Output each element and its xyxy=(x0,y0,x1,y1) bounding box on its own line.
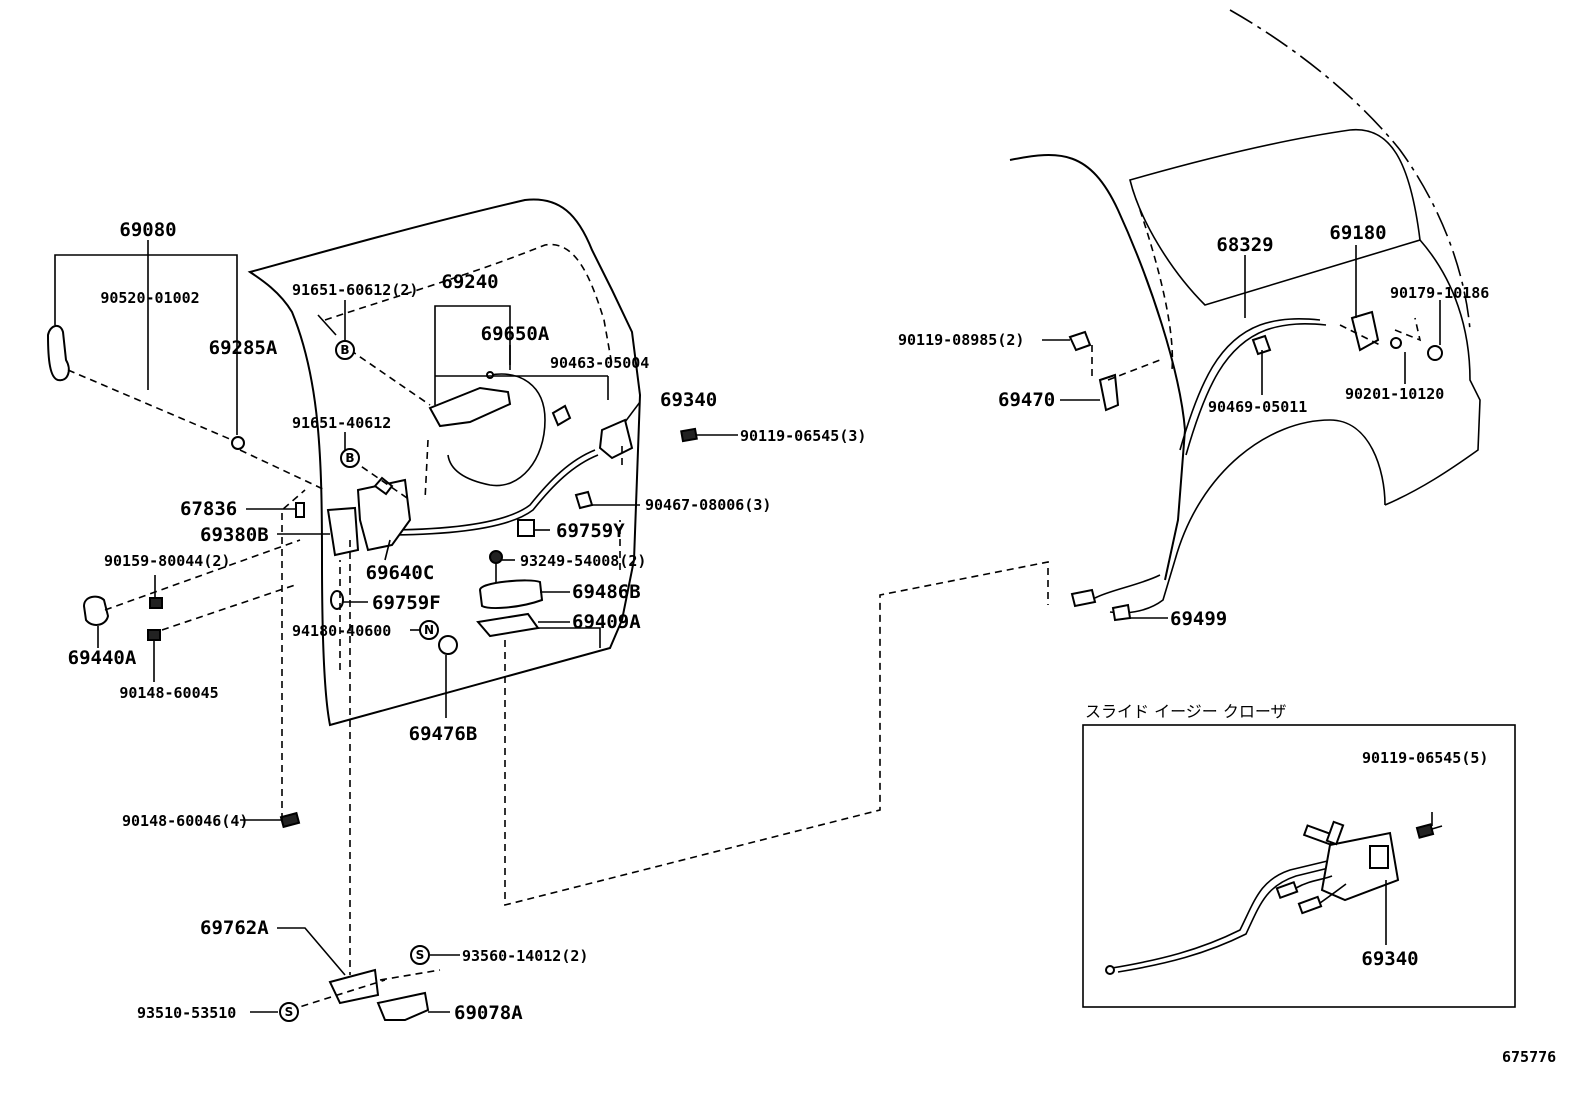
badge-s-upper: S xyxy=(410,945,430,965)
label-90463-05004: 90463-05004 xyxy=(550,354,649,372)
label-93560-14012: 93560-14012(2) xyxy=(462,947,588,965)
label-69409a: 69409A xyxy=(572,611,641,633)
label-69078a: 69078A xyxy=(454,1002,523,1024)
svg-text:B: B xyxy=(345,451,354,465)
label-69240: 69240 xyxy=(441,271,498,293)
label-69285a: 69285A xyxy=(209,337,278,359)
sliding-door-panel xyxy=(247,198,642,727)
label-90148-60046: 90148-60046(4) xyxy=(122,812,248,830)
label-90469-05011: 90469-05011 xyxy=(1208,398,1307,416)
badge-n: N xyxy=(419,620,439,640)
label-91651-40612: 91651-40612 xyxy=(292,414,391,432)
part-labels: 69080 90520-01002 69285A 91651-60612(2) … xyxy=(68,219,1557,1066)
label-69486b: 69486B xyxy=(572,581,641,603)
badge-s-lower: S xyxy=(279,1002,299,1022)
svg-text:N: N xyxy=(424,623,434,637)
label-90520-01002: 90520-01002 xyxy=(100,289,199,307)
vehicle-body xyxy=(1009,9,1481,614)
label-67836: 67836 xyxy=(180,498,237,520)
svg-text:S: S xyxy=(416,948,425,962)
label-90159-80044: 90159-80044(2) xyxy=(104,552,230,570)
label-90148-60045: 90148-60045 xyxy=(119,684,218,702)
label-69440a: 69440A xyxy=(68,647,137,669)
label-90119-06545-3: 90119-06545(3) xyxy=(740,427,866,445)
leader-lines xyxy=(54,240,1441,1013)
label-93249-54008: 93249-54008(2) xyxy=(520,552,646,570)
label-69180: 69180 xyxy=(1329,222,1386,244)
label-90119-08985: 90119-08985(2) xyxy=(898,331,1024,349)
label-69080: 69080 xyxy=(119,219,176,241)
label-69380b: 69380B xyxy=(200,524,269,546)
label-69340-main: 69340 xyxy=(660,389,717,411)
label-69759y: 69759Y xyxy=(556,520,625,542)
inset-title: スライド イージー クローザ xyxy=(1085,702,1287,721)
badge-b-lower: B xyxy=(340,448,360,468)
svg-text:S: S xyxy=(285,1005,294,1019)
label-90201-10120: 90201-10120 xyxy=(1345,385,1444,403)
diagram-id-code: 675776 xyxy=(1502,1048,1556,1066)
label-69650a: 69650A xyxy=(481,323,550,345)
label-93510-53510: 93510-53510 xyxy=(137,1004,236,1022)
label-91651-60612: 91651-60612(2) xyxy=(292,281,418,299)
label-69762a: 69762A xyxy=(200,917,269,939)
svg-text:B: B xyxy=(340,343,349,357)
label-69759f: 69759F xyxy=(372,592,441,614)
part-shapes xyxy=(46,310,1443,1021)
label-90179-10186: 90179-10186 xyxy=(1390,284,1489,302)
assembly-lines xyxy=(67,317,1422,1011)
label-69640c: 69640C xyxy=(366,562,435,584)
label-90467-08006: 90467-08006(3) xyxy=(645,496,771,514)
label-69470: 69470 xyxy=(998,389,1055,411)
badge-b-upper: B xyxy=(335,340,355,360)
inset-box xyxy=(1082,724,1516,1008)
label-69476b: 69476B xyxy=(409,723,478,745)
label-69340-inset: 69340 xyxy=(1361,948,1418,970)
label-94180-40600: 94180-40600 xyxy=(292,622,391,640)
label-68329: 68329 xyxy=(1216,234,1273,256)
label-90119-06545-5: 90119-06545(5) xyxy=(1362,749,1488,767)
label-69499: 69499 xyxy=(1170,608,1227,630)
